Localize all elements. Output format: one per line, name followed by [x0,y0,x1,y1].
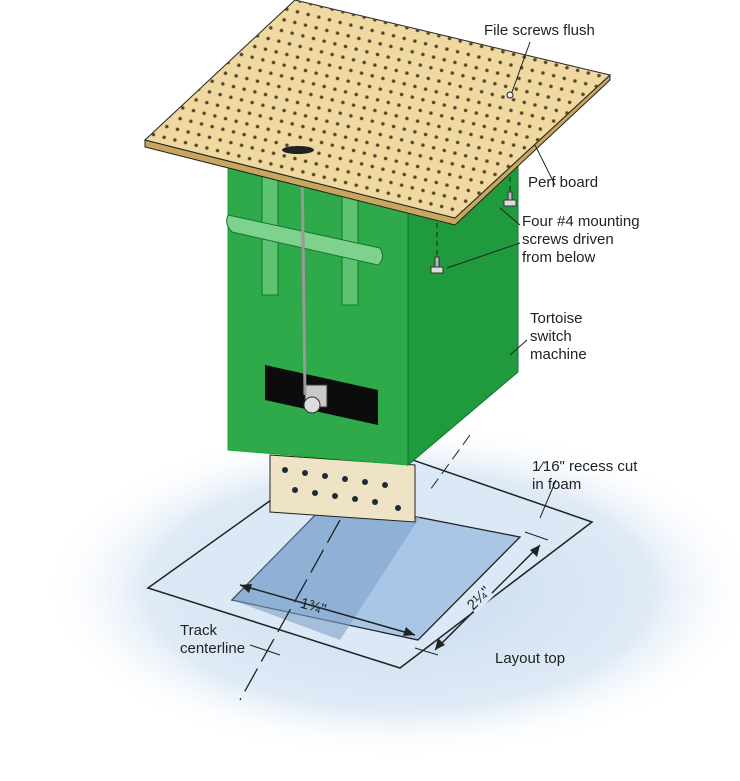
wire-slot [282,146,314,154]
layout-guide-line [429,434,471,491]
label-file-screws: File screws flush [484,22,595,39]
recess-label-leader [539,479,557,519]
actuator-screw [303,396,321,414]
extension-line [414,647,439,656]
arrowhead [435,638,445,650]
track-centerline [239,519,341,701]
contact-holes [282,467,401,511]
label-recess: 1⁄16" recess cut in foam [532,458,638,493]
perf-board-holes [145,0,610,218]
leader-line [499,207,521,226]
actuator-bracket [226,214,384,266]
label-mounting-screws: Four #4 mounting screws driven from belo… [522,213,640,266]
leader-line [446,242,521,269]
arrowhead [530,545,540,557]
arrowhead [240,584,252,593]
label-layout-top: Layout top [495,650,566,667]
leader-line [249,644,281,656]
flush-screw [506,91,514,99]
extension-line [524,531,549,541]
label-tortoise: Tortoise switch machine [530,310,587,363]
label-track-centerline: Track centerline [180,622,246,657]
arrowhead [403,627,415,636]
mounting-screw-icon [430,256,444,274]
leader-line [511,41,531,93]
recess-shadow [232,500,420,640]
leader-line [509,339,528,356]
mounting-screw-icon [503,191,517,207]
contact-board [269,454,416,523]
label-perf-board: Perf board [528,174,599,191]
leader-line [534,144,556,186]
width-dimension-line [239,584,416,636]
